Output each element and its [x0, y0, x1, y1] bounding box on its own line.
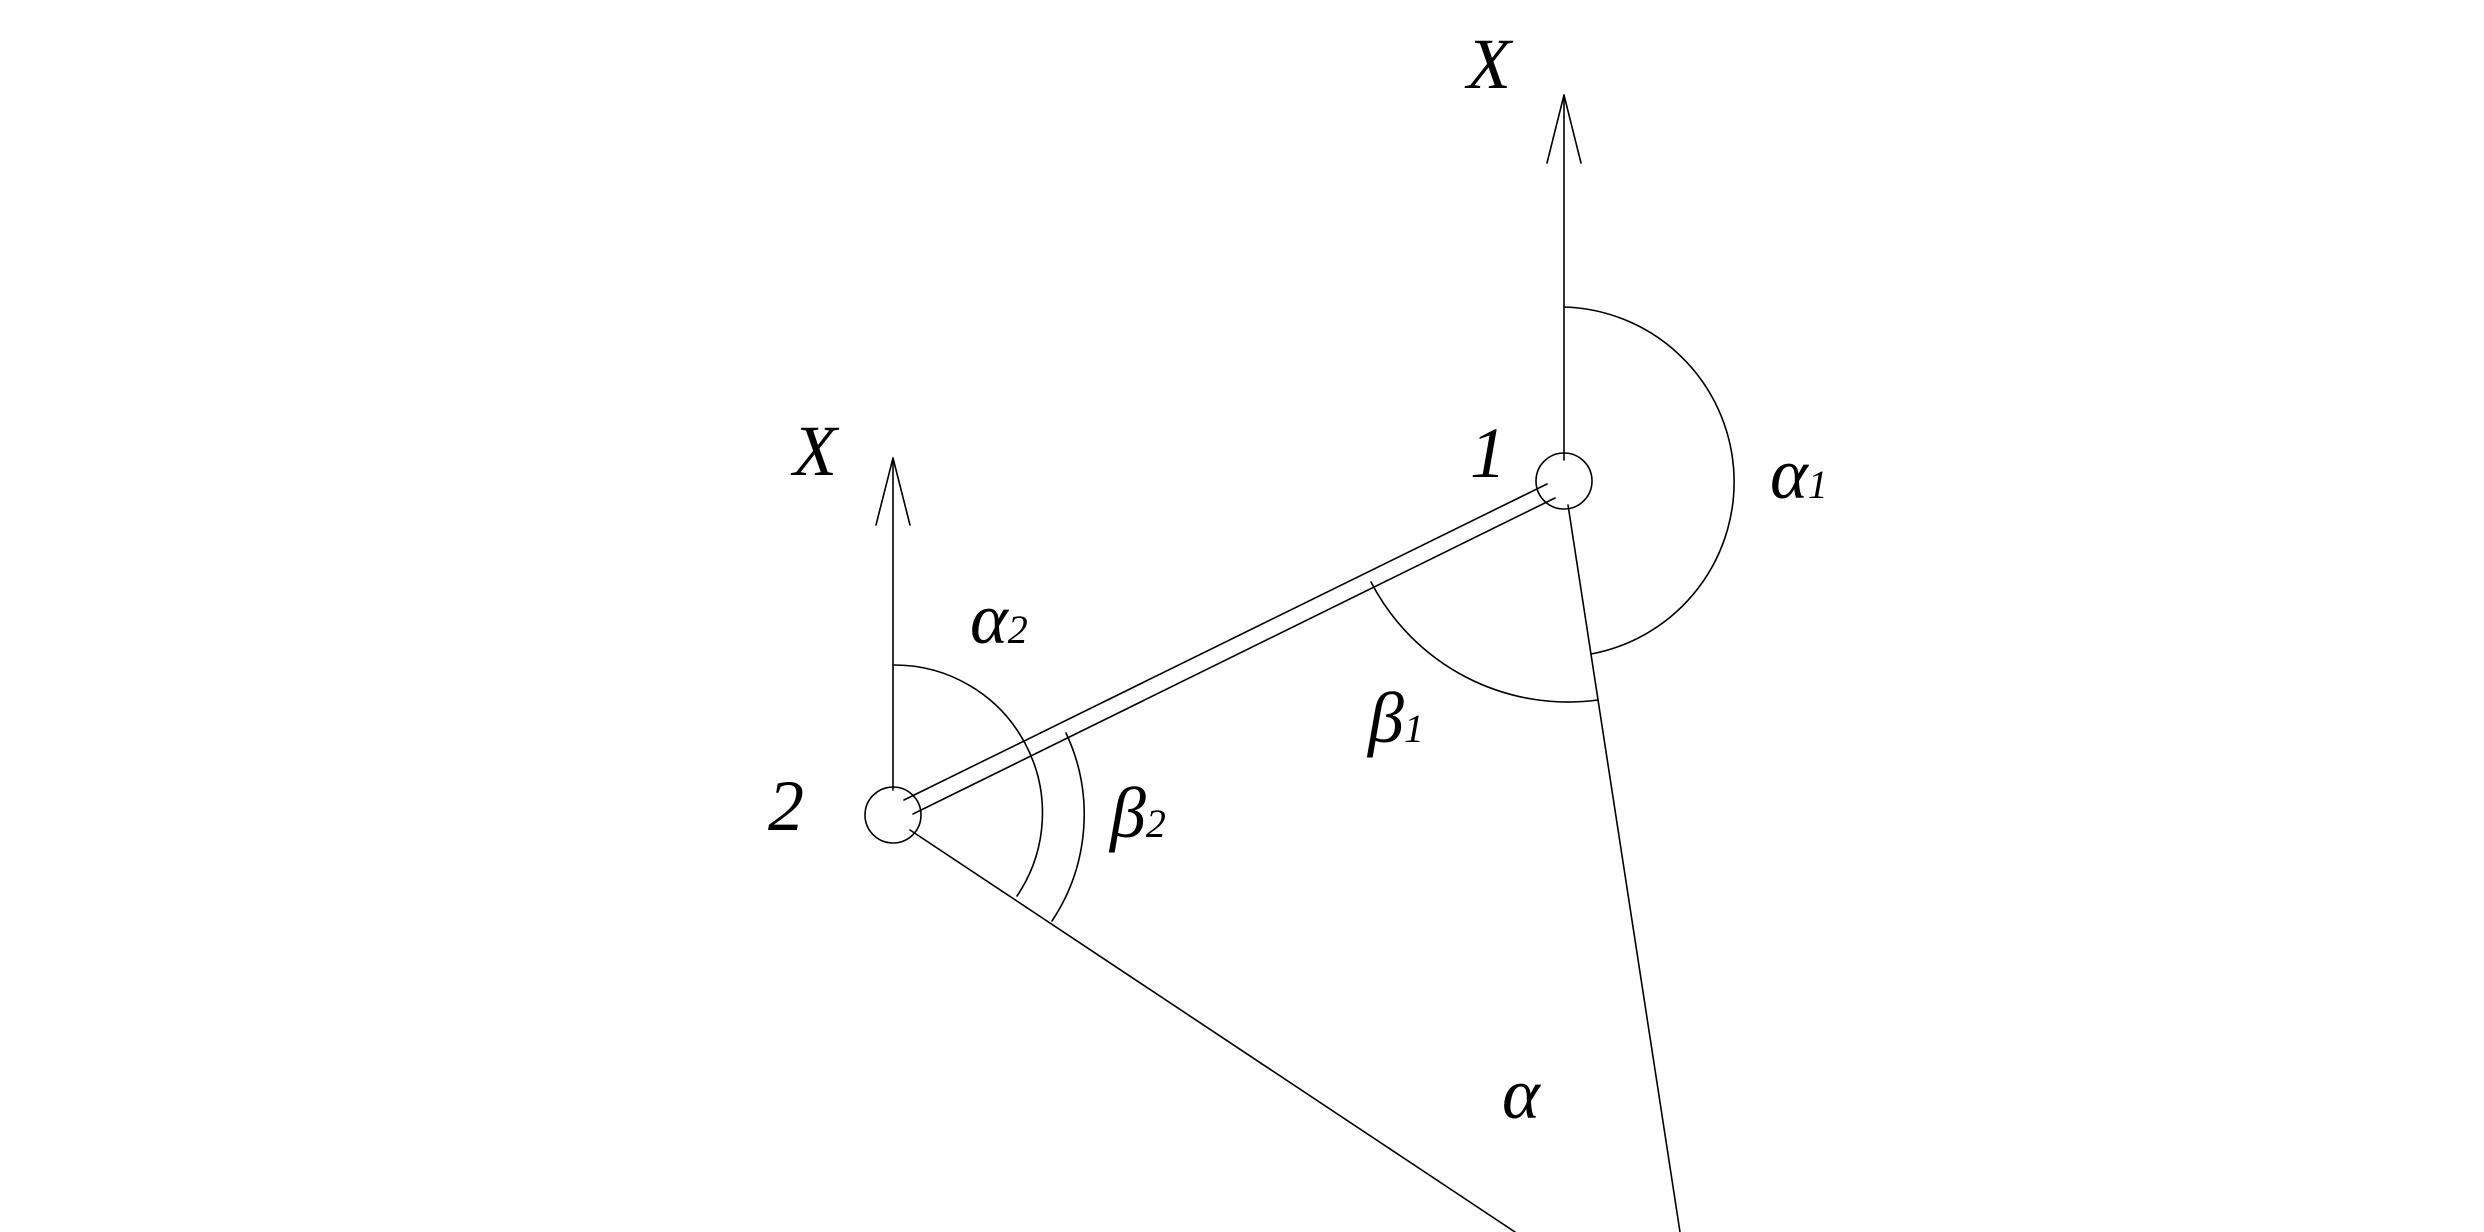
angle-alpha-1-symbol: α	[1770, 434, 1809, 514]
angle-label-alpha-1: α1	[1770, 434, 1828, 514]
angle-beta-1-symbol: β	[1366, 678, 1404, 758]
station-point-1	[1535, 452, 1593, 510]
station-point-2	[864, 786, 922, 844]
angle-beta-1-subscript: 1	[1404, 706, 1424, 751]
x-axis-point-2: X	[790, 411, 911, 791]
angle-arc-alpha-1	[1563, 306, 1735, 655]
point-1-label: 1	[1470, 413, 1506, 493]
angle-arc-alpha-2	[892, 664, 1044, 897]
segment-1-2	[903, 483, 1556, 815]
x-axis-2-arrowhead	[875, 457, 911, 526]
x-axis-2-label: X	[790, 411, 840, 491]
angle-alpha-2-symbol: α	[970, 579, 1009, 659]
angle-beta-2-symbol: β	[1108, 773, 1146, 853]
angle-alpha-2-subscript: 2	[1008, 607, 1028, 652]
line-2-down	[909, 829, 1516, 1232]
angle-beta-2-subscript: 2	[1146, 801, 1166, 846]
point-2-label: 2	[768, 766, 804, 846]
angle-label-alpha-2: α2	[970, 579, 1028, 659]
segment-1-2-upper	[903, 483, 1548, 801]
angle-label-beta-2: β2	[1108, 773, 1166, 853]
angle-label-alpha: α	[1502, 1054, 1541, 1134]
x-axis-1-label: X	[1464, 24, 1514, 104]
angle-arc-beta-1	[1370, 581, 1599, 703]
x-axis-1-arrowhead	[1546, 94, 1582, 164]
angle-alpha-symbol: α	[1502, 1054, 1541, 1134]
x-axis-point-1: X	[1464, 24, 1582, 461]
line-1-down	[1567, 504, 1681, 1232]
segment-1-2-lower	[912, 497, 1556, 815]
angle-arc-beta-2	[1051, 732, 1085, 922]
angle-label-beta-1: β1	[1366, 678, 1424, 758]
angle-alpha-1-subscript: 1	[1808, 462, 1828, 507]
